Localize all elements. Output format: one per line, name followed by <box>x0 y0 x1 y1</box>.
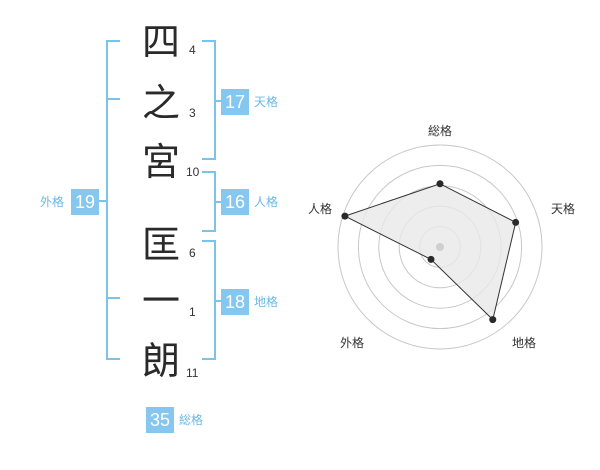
radar-point-4 <box>427 255 435 263</box>
stroke-count-5: 1 <box>189 305 196 319</box>
tenkaku-value: 17 <box>221 89 249 115</box>
radar-ring <box>357 164 523 330</box>
radar-axis-label-3: 地格 <box>512 336 537 350</box>
stroke-count-4: 6 <box>189 246 196 260</box>
radar-axis-label-4: 外格 <box>340 336 365 350</box>
radar-axis-label-5: 人格 <box>308 202 333 216</box>
soukaku-value: 35 <box>146 407 174 433</box>
radar-axis-label-1: 総格 <box>428 124 453 138</box>
chikaku-label: 地格 <box>254 295 279 309</box>
radar-point-1 <box>436 180 444 188</box>
radar-point-3 <box>489 316 497 324</box>
jinkaku-value: 16 <box>221 189 249 215</box>
radar-point-5 <box>341 212 349 220</box>
chikaku-value: 18 <box>221 289 249 315</box>
name-char-6: 朗 <box>141 339 180 383</box>
stroke-count-6: 11 <box>186 366 199 380</box>
radar-center-dot <box>436 243 444 251</box>
name-char-2: 之 <box>141 81 180 125</box>
radar-axis-label-2: 天格 <box>551 202 576 216</box>
name-char-3: 宮 <box>141 140 180 184</box>
gaikaku-value: 19 <box>71 189 99 215</box>
gaikaku-label: 外格 <box>40 195 65 209</box>
name-char-1: 四 <box>141 20 180 64</box>
radar-series-polygon <box>343 183 517 321</box>
stroke-count-3: 10 <box>186 165 200 179</box>
stroke-count-2: 3 <box>189 106 196 120</box>
tenkaku-label: 天格 <box>254 95 279 109</box>
soukaku-label: 総格 <box>179 413 204 427</box>
name-char-5: 一 <box>141 279 180 323</box>
name-char-4: 匡 <box>141 223 180 267</box>
stroke-count-1: 4 <box>189 43 196 57</box>
jinkaku-label: 人格 <box>254 195 279 209</box>
radar-point-2 <box>512 218 520 226</box>
